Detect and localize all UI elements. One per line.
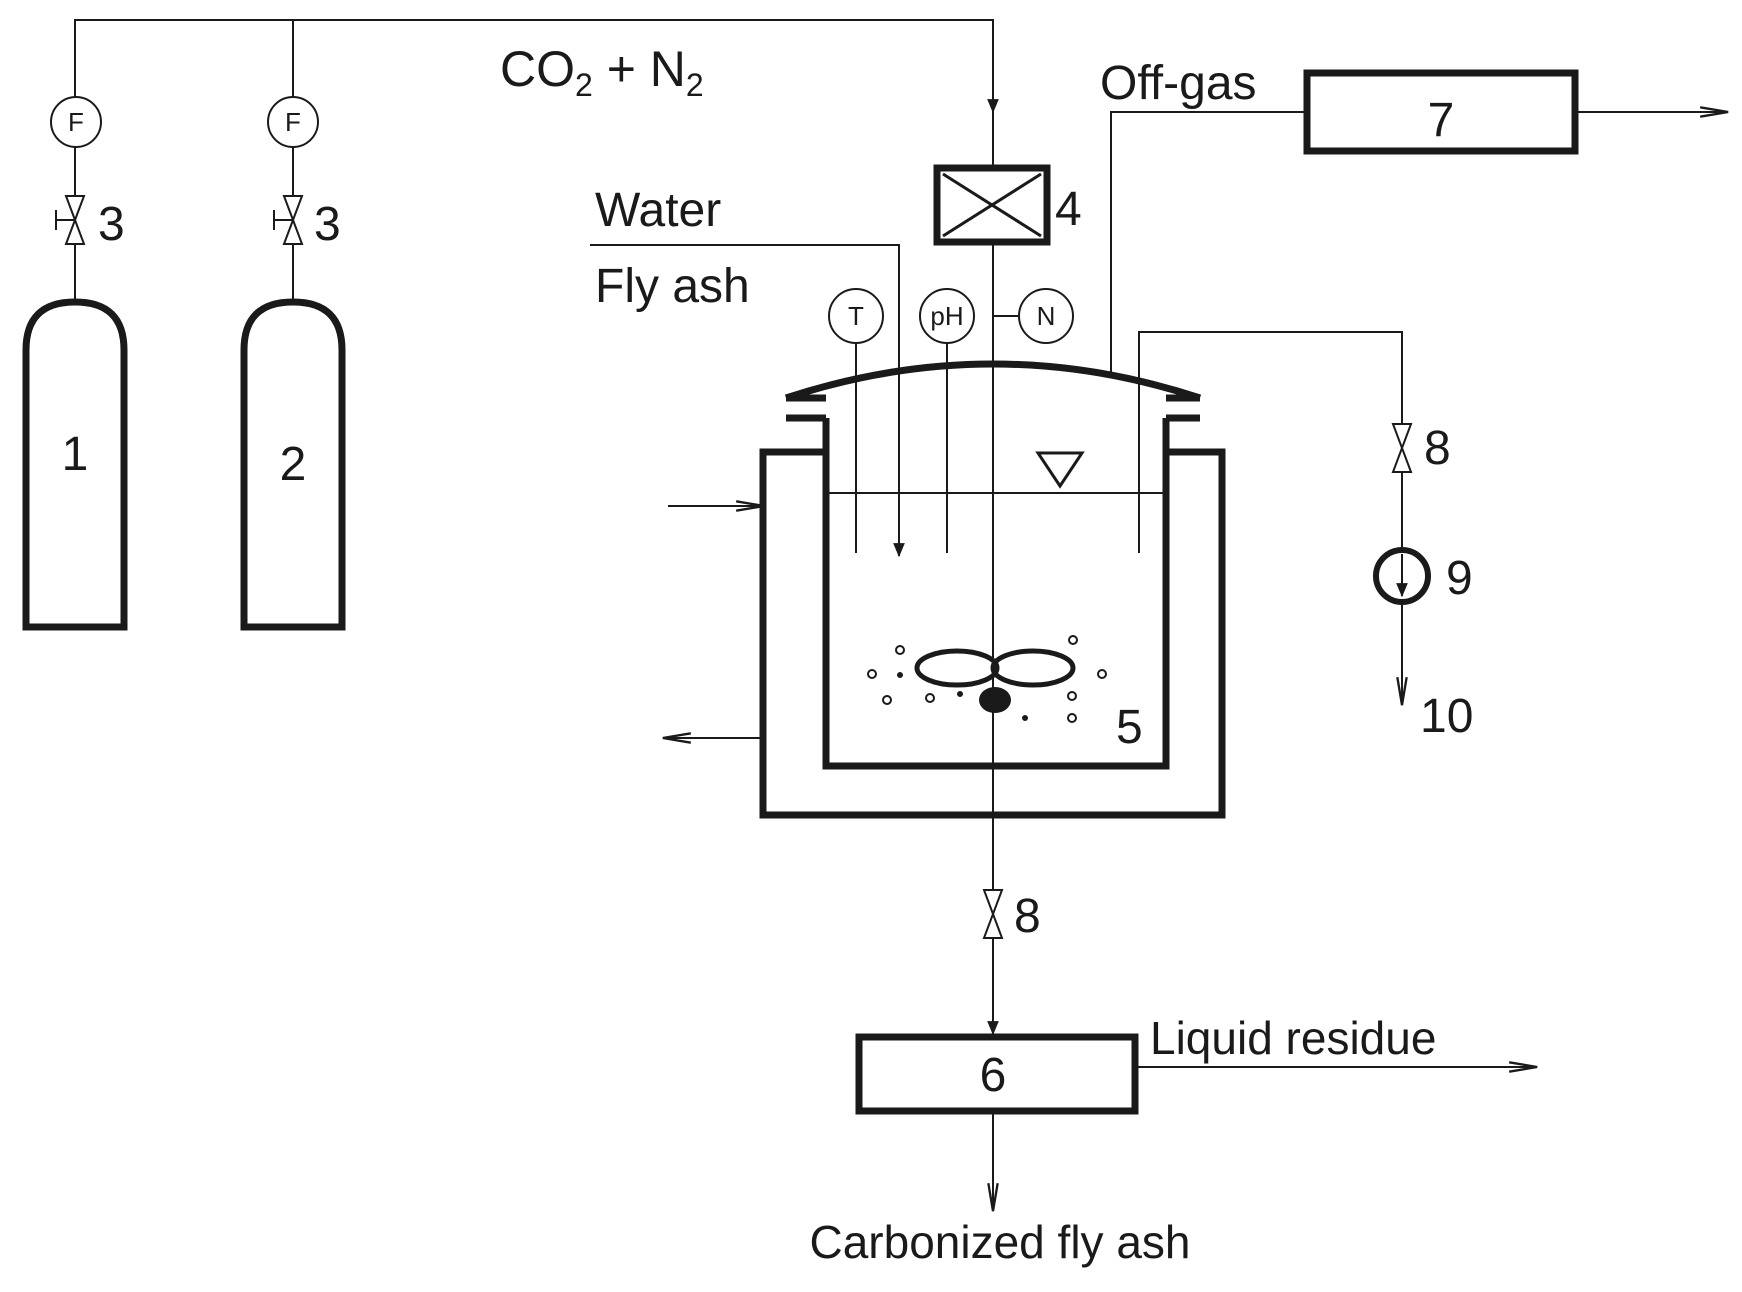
valve-3-right[interactable]: [273, 195, 304, 245]
valve-8-bottom[interactable]: [982, 889, 1004, 939]
flow-meter-2-label: F: [285, 107, 301, 137]
cylinder-1-label: 1: [62, 428, 89, 481]
carbonized-fly-ash-label: Carbonized fly ash: [810, 1216, 1191, 1268]
fly-ash-label: Fly ash: [595, 260, 750, 313]
sampling-line: [1138, 331, 1403, 553]
valve-8-upper-label: 8: [1424, 422, 1451, 475]
separator-6-label: 6: [980, 1049, 1007, 1102]
off-gas-unit-7: [1303, 69, 1579, 155]
pump-9-label: 9: [1446, 552, 1473, 605]
liquid-residue-label: Liquid residue: [1150, 1012, 1436, 1064]
valve-3-left-label: 3: [98, 198, 125, 251]
reactor-lid: [784, 360, 1202, 402]
gas-bubbles: [867, 635, 1107, 723]
gas-cylinder-1: [22, 298, 128, 631]
feed-line: [590, 244, 905, 558]
water-label: Water: [595, 184, 721, 237]
flow-meter-1-label: F: [68, 107, 84, 137]
thermometer-label: T: [848, 301, 864, 331]
valve-3-right-label: 3: [314, 198, 341, 251]
cylinder-2-train: F 3 2: [240, 96, 346, 631]
off-gas-label: Off-gas: [1100, 57, 1257, 110]
cylinder-1-train: F 3 1: [22, 96, 128, 631]
cylinder-2-label: 2: [280, 438, 307, 491]
off-gas-line: [1110, 111, 1307, 372]
controller-4-label: 4: [1055, 183, 1082, 236]
unit-7-label: 7: [1428, 94, 1455, 147]
separator-6: [855, 1033, 1139, 1115]
valve-3-left[interactable]: [55, 195, 86, 245]
gas-mix-label: CO2 + N2: [500, 41, 704, 103]
ph-meter-label: pH: [930, 301, 963, 331]
valve-8-bottom-label: 8: [1014, 890, 1041, 943]
gas-header-line: [74, 19, 999, 122]
impeller: [914, 648, 1076, 713]
reactor-vessel: [822, 418, 1170, 770]
pump-9: [1373, 547, 1431, 605]
stirrer-speed-label: N: [1037, 301, 1056, 331]
sampling-outlet-label-10: 10: [1420, 690, 1473, 743]
valve-8-upper[interactable]: [1391, 423, 1413, 473]
liquid-level-marker: [1035, 451, 1085, 489]
gas-cylinder-2: [240, 298, 346, 631]
mass-flow-controller-4: [933, 164, 1051, 246]
reactor-5-label: 5: [1116, 701, 1143, 754]
